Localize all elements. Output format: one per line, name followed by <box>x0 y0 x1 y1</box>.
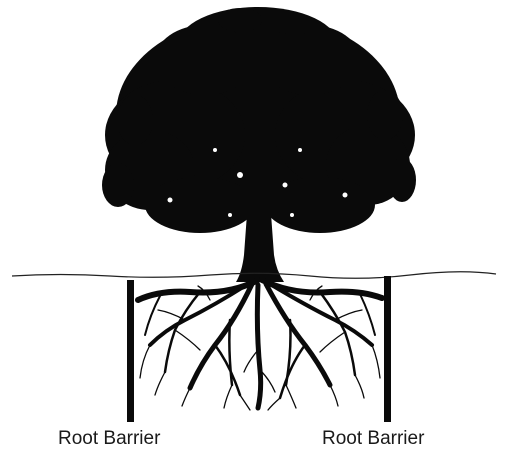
root-barrier-left <box>127 280 134 422</box>
root-barrier-label-right: Root Barrier <box>322 428 424 450</box>
tree-canopy <box>102 7 416 233</box>
root-barrier-label-left: Root Barrier <box>58 428 160 450</box>
root-system <box>138 280 382 410</box>
root-barrier-right <box>384 276 391 422</box>
